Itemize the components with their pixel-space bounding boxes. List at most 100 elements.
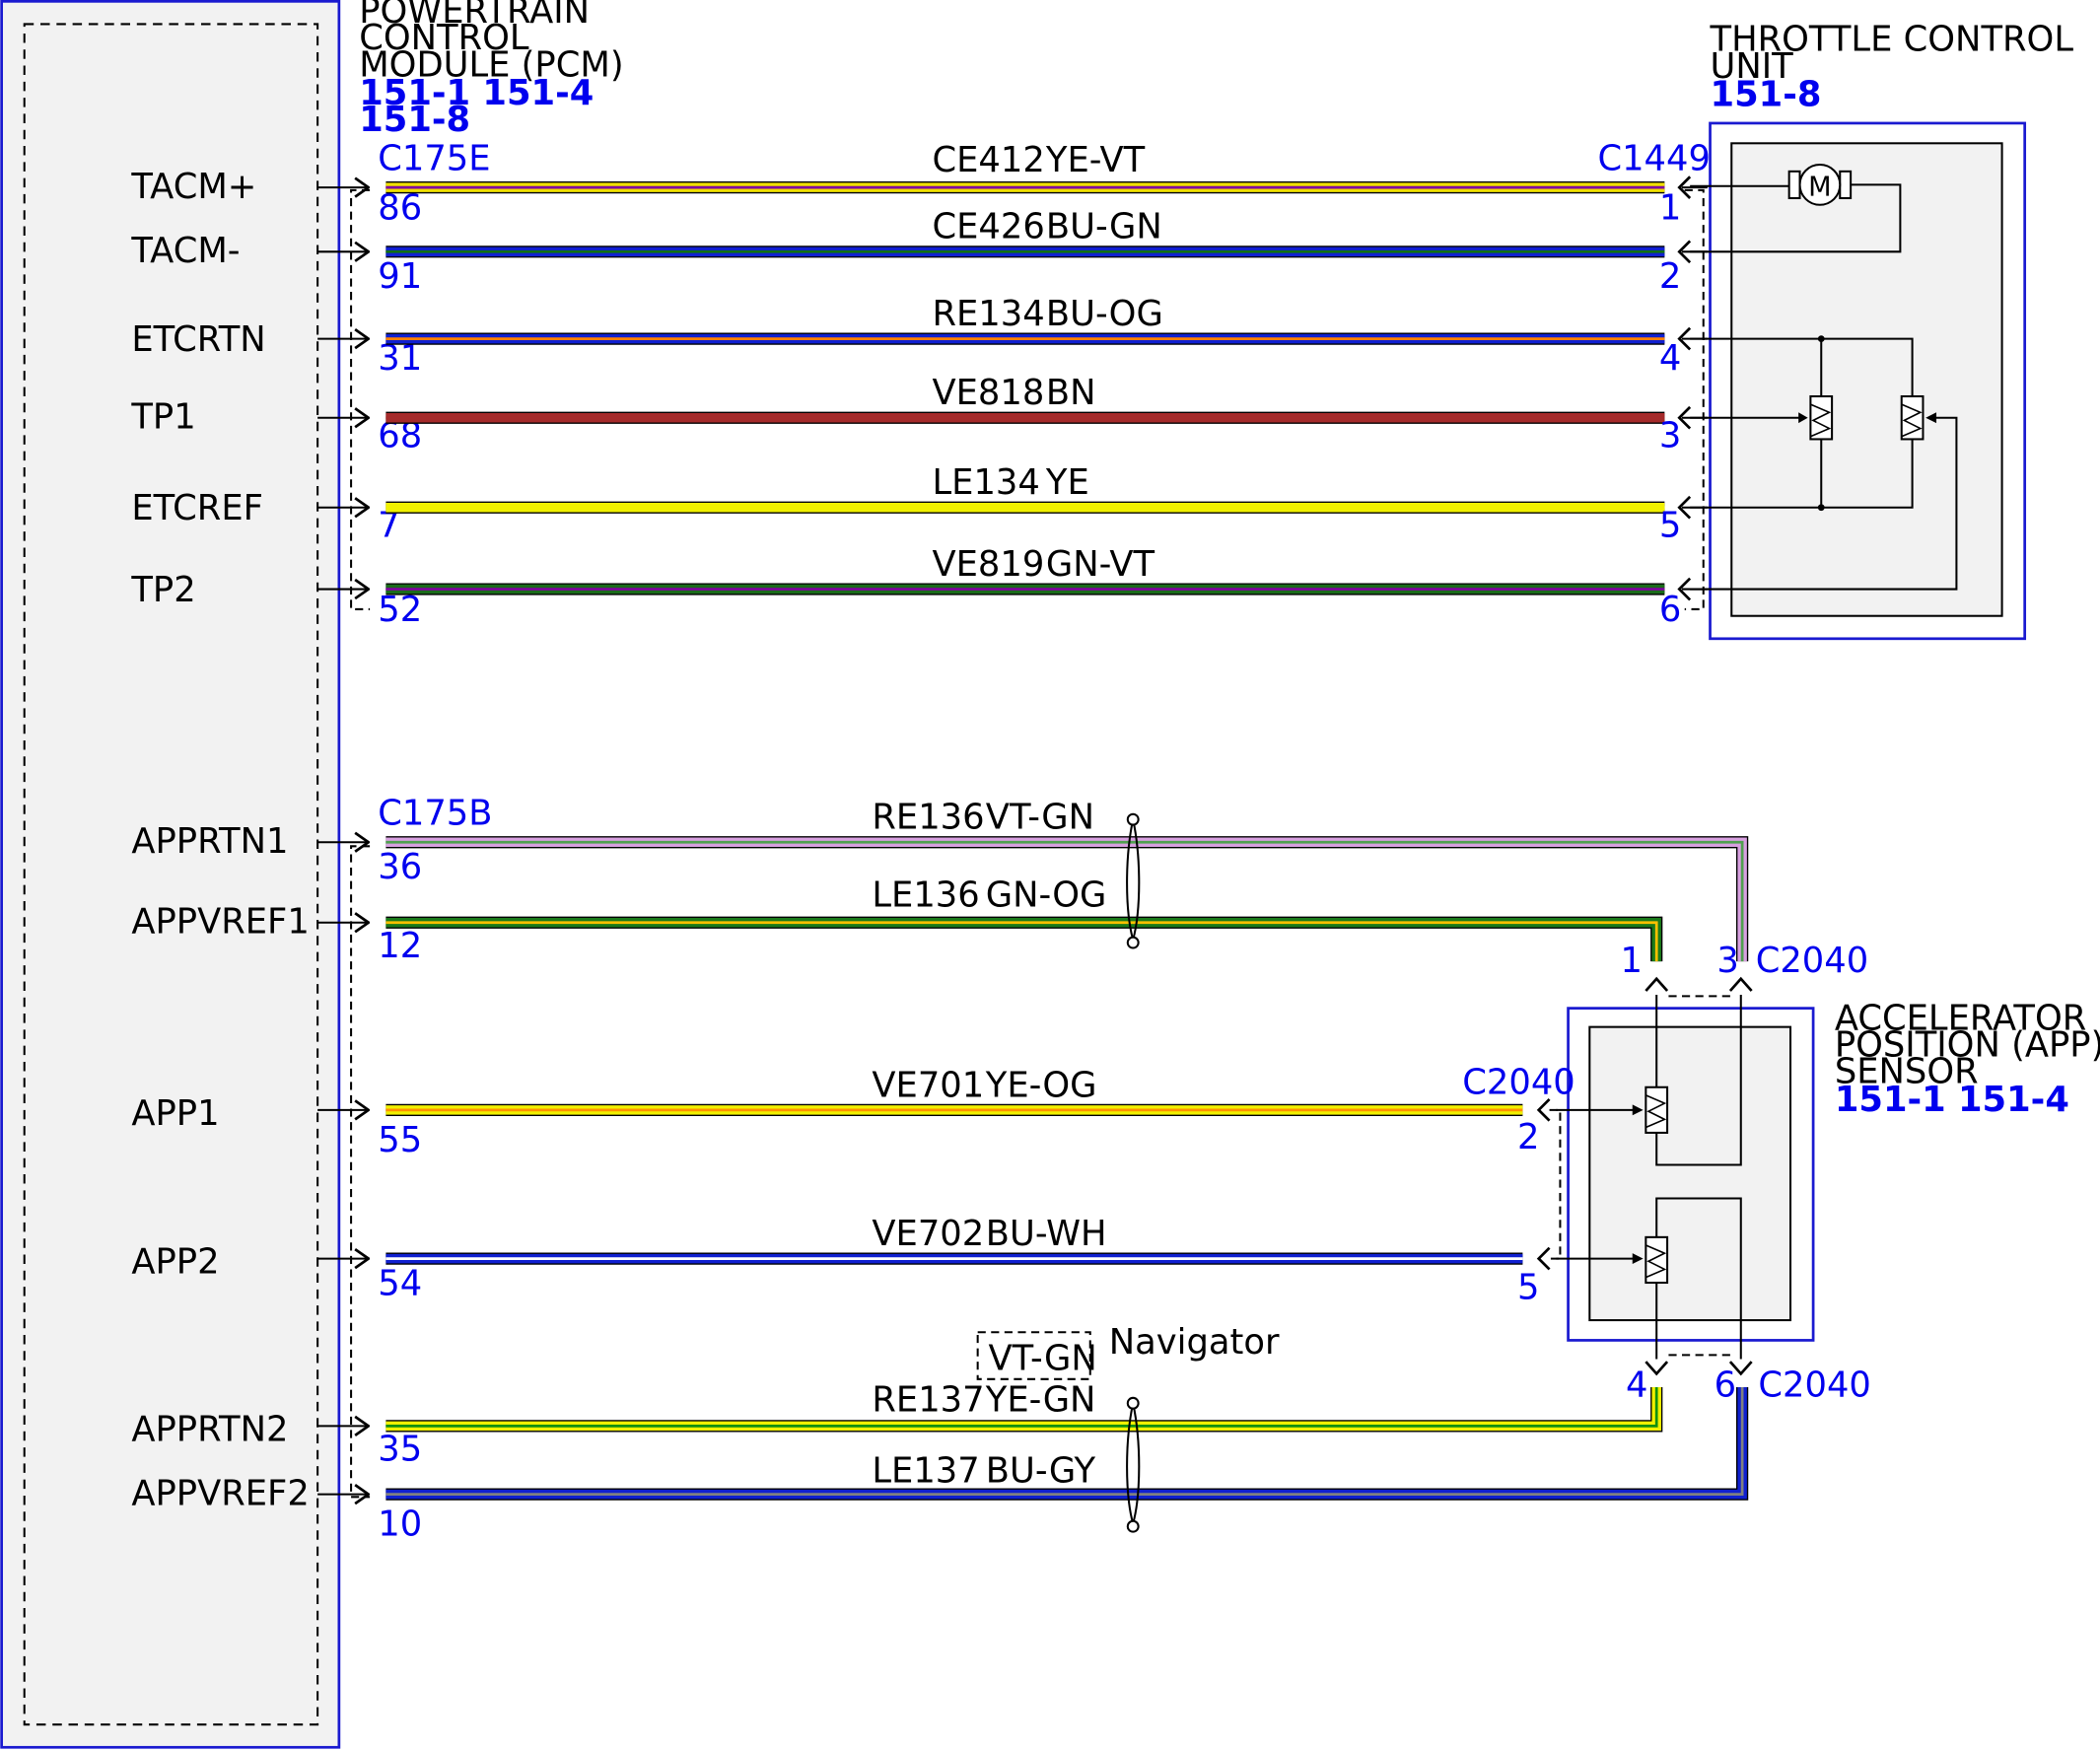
end-pin-2: 2 — [1517, 1117, 1539, 1157]
wire-color-label: BU-GY — [986, 1450, 1096, 1491]
throttle-pin-arrow — [1677, 577, 1692, 601]
end-pin-4: 4 — [1659, 338, 1681, 379]
pcm-pin-52: 52 — [378, 590, 422, 630]
end-pin-5: 5 — [1517, 1267, 1539, 1307]
throttle-pin-arrow — [1677, 175, 1692, 199]
pcm-pin-91: 91 — [378, 256, 422, 297]
throttle-page-ref[interactable]: 151-8 — [1711, 74, 1822, 114]
signal-name-app1: APP1 — [131, 1093, 219, 1134]
connector-c2040-label-mid[interactable]: C2040 — [1462, 1063, 1575, 1103]
connector-c175b-label[interactable]: C175B — [378, 794, 492, 834]
pcm-page-refs-2[interactable]: 151-8 — [359, 100, 470, 140]
signal-name-tp1: TP1 — [130, 397, 195, 438]
wire-color-label: YE-GN — [985, 1379, 1096, 1420]
option-wire-color: VT-GN — [989, 1338, 1097, 1378]
wire-color-label: YE-VT — [1045, 140, 1146, 180]
throttle-position-sensors — [1690, 335, 1958, 591]
signal-name-apprtn1: APPRTN1 — [131, 821, 288, 862]
twisted-pair-marker-app1 — [1126, 812, 1141, 949]
signal-name-tp2: TP2 — [130, 570, 195, 610]
wire-circuit-label: RE136 — [872, 798, 984, 838]
pcm-name-line-1: POWERTRAIN — [359, 0, 590, 32]
end-pin-6: 6 — [1715, 1365, 1736, 1405]
end-pin-3: 3 — [1659, 416, 1681, 456]
pcm-name-line-2: CONTROL — [359, 18, 529, 58]
signal-name-tacm-: TACM- — [130, 231, 240, 271]
throttle-name-line-1: THROTTLE CONTROL — [1710, 20, 2074, 60]
wire-color-label: BU-GN — [1046, 207, 1162, 247]
pcm-page-refs-1[interactable]: 151-1 151-4 — [359, 73, 594, 113]
end-pin-2: 2 — [1659, 256, 1681, 297]
end-pin-3: 3 — [1716, 941, 1738, 981]
signal-name-apprtn2: APPRTN2 — [131, 1409, 288, 1449]
wire-circuit-label: RE137 — [872, 1379, 984, 1420]
connector-c2040-label-top[interactable]: C2040 — [1756, 941, 1868, 981]
signal-name-appvref1: APPVREF1 — [131, 902, 309, 943]
end-pin-5: 5 — [1659, 506, 1681, 546]
signal-name-tacm-: TACM+ — [130, 167, 256, 207]
signal-name-app2: APP2 — [131, 1242, 219, 1283]
end-pin-6: 6 — [1659, 590, 1681, 630]
connector-c2040-label-bottom[interactable]: C2040 — [1758, 1365, 1870, 1405]
wire-color-label: YE-OG — [985, 1065, 1097, 1105]
wire-color-label: VT-GN — [986, 798, 1094, 838]
signal-name-appvref2: APPVREF2 — [131, 1473, 309, 1513]
wire-color-label: BU-OG — [1046, 294, 1163, 334]
wire-color-label: BN — [1046, 373, 1096, 413]
wire-color-label: YE — [1045, 462, 1089, 503]
wire-circuit-label: VE818 — [932, 373, 1044, 413]
wire-circuit-label: LE137 — [872, 1450, 979, 1491]
wire-circuit-label: LE134 — [932, 462, 1039, 503]
wire-circuit-label: RE134 — [932, 294, 1044, 334]
end-pin-1: 1 — [1659, 188, 1681, 229]
pcm-pin-12: 12 — [378, 926, 422, 966]
wire-circuit-label: CE426 — [932, 207, 1044, 247]
connector-c175e-label[interactable]: C175E — [378, 138, 490, 178]
signal-name-etcrtn: ETCRTN — [131, 319, 265, 360]
throttle-name-line-2: UNIT — [1711, 46, 1794, 87]
option-note-navigator: Navigator — [1109, 1322, 1280, 1363]
pcm-pin-10: 10 — [378, 1505, 422, 1545]
wire-circuit-label: CE412 — [932, 140, 1044, 180]
app-sensor: ACCELERATOR PEDAL POSITION (APP) SENSOR … — [1462, 941, 2100, 1406]
throttle-control-unit: THROTTLE CONTROL UNIT 151-8 C1449 M — [1597, 20, 2074, 641]
pcm-title: POWERTRAIN CONTROL MODULE (PCM) 151-1 15… — [359, 0, 623, 140]
throttle-pin-arrow — [1677, 240, 1692, 264]
connector-c1449-label[interactable]: C1449 — [1597, 138, 1710, 178]
wire-color-label: GN-OG — [986, 875, 1107, 915]
pcm-pin-86: 86 — [378, 188, 422, 229]
throttle-pin-arrow — [1677, 326, 1692, 351]
wire-circuit-label: LE136 — [872, 875, 979, 915]
throttle-pin-arrow — [1677, 405, 1692, 430]
pcm-pin-36: 36 — [378, 847, 422, 887]
app-name-line-3: SENSOR — [1835, 1052, 1979, 1092]
pcm-pin-55: 55 — [378, 1120, 422, 1160]
wire-circuit-label: VE702 — [872, 1214, 984, 1254]
wire-circuit-label: VE819 — [932, 544, 1044, 585]
pcm-pin-54: 54 — [378, 1263, 422, 1303]
twisted-pair-marker-app2 — [1126, 1396, 1141, 1533]
c175e-connector-outline — [350, 188, 371, 610]
pcm-pin-7: 7 — [378, 506, 399, 546]
app-page-refs[interactable]: 151-1 151-4 — [1835, 1080, 2069, 1120]
motor-icon: M — [1690, 164, 1902, 253]
end-pin-1: 1 — [1621, 941, 1643, 981]
wire-color-label: GN-VT — [1046, 544, 1155, 585]
app-name-line-1: ACCELERATOR PEDAL — [1835, 998, 2100, 1038]
c175b-connector-outline — [350, 845, 371, 1499]
pcm-module — [0, 0, 341, 1749]
